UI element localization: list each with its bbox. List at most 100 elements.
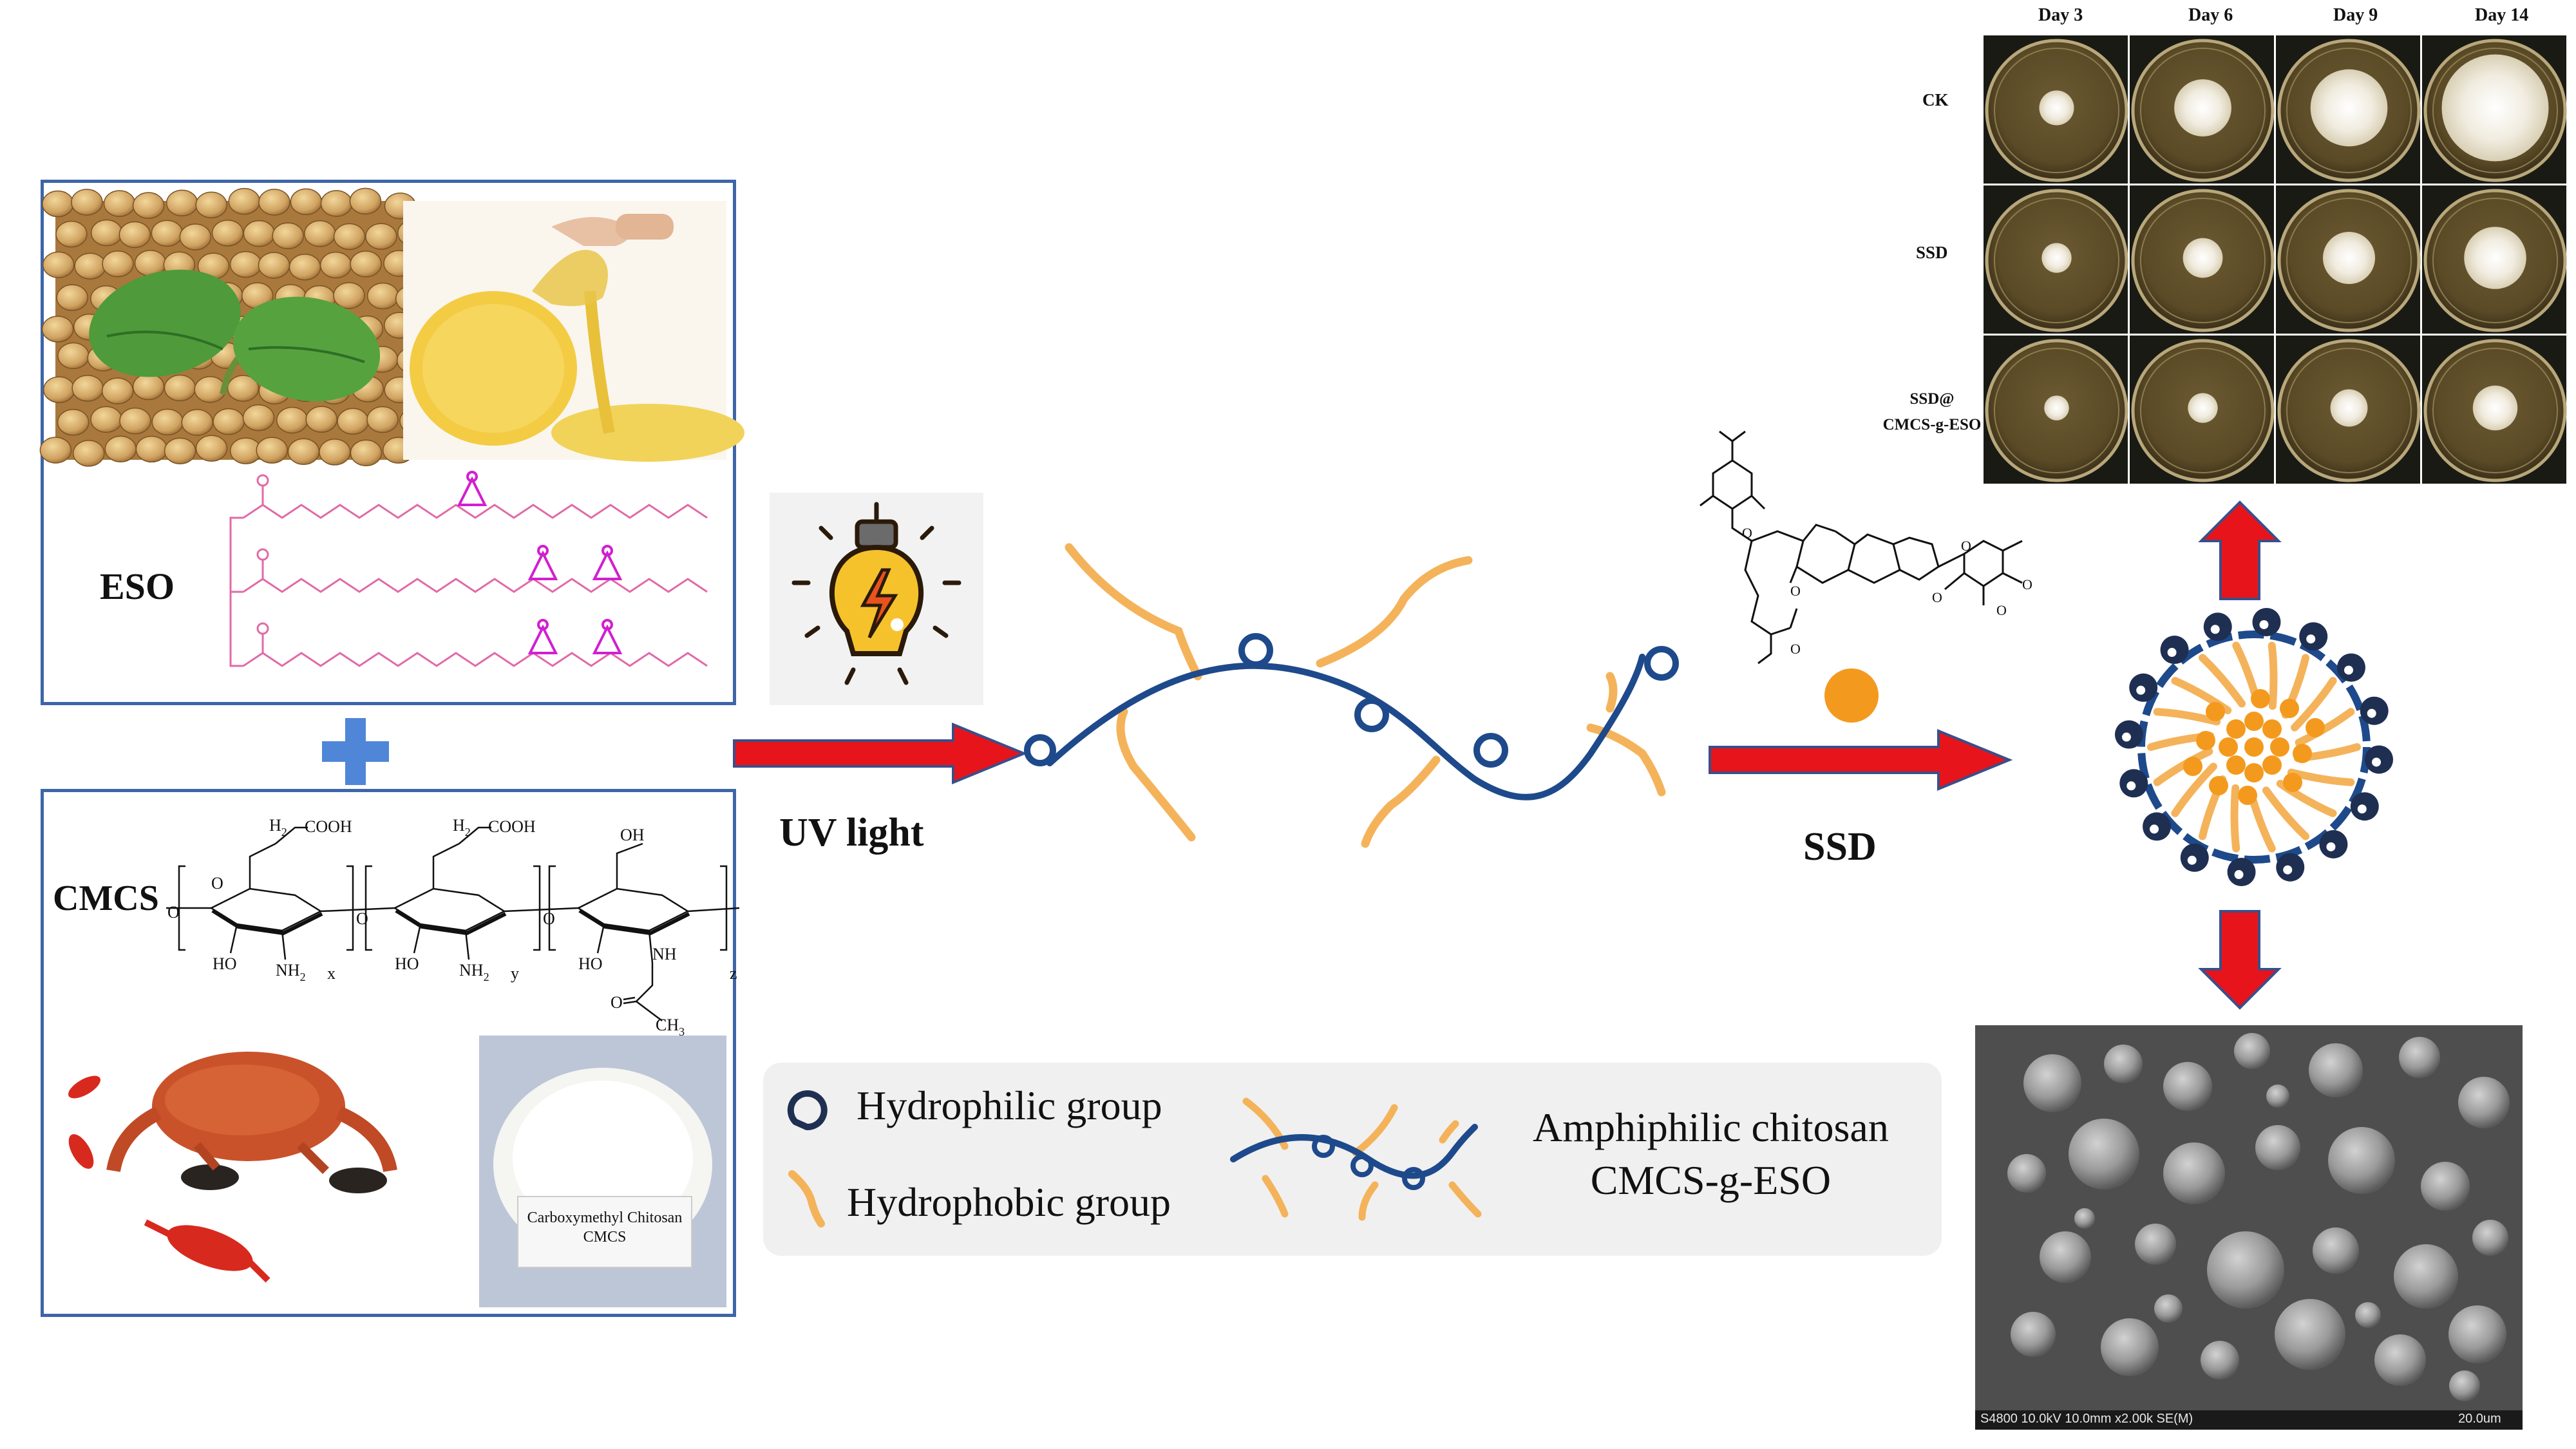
oil-pouring-photo <box>403 201 744 462</box>
crab <box>106 1052 397 1193</box>
arrow-ssd <box>1709 729 2013 791</box>
cmcs-atom-label: HO <box>578 954 603 973</box>
legend-box: Hydrophilic group Hydrophobic group Amph… <box>763 1063 1942 1256</box>
amphiphilic-polymer-chain <box>1024 543 1679 848</box>
petri-col-day14: Day 14 <box>2475 5 2529 25</box>
sem-particle <box>2374 1334 2426 1386</box>
petri-col-day9: Day 9 <box>2333 5 2378 25</box>
sem-particle <box>2207 1231 2284 1309</box>
cmcs-atom-label: NH2 <box>459 961 489 983</box>
arrow-down-to-sem <box>2198 910 2282 1010</box>
fungal-colony <box>2330 389 2368 427</box>
cmcs-atom-label: NH2 <box>276 961 306 983</box>
petri-col-day6: Day 6 <box>2188 5 2233 25</box>
sem-particle <box>2328 1127 2395 1194</box>
sem-particle <box>2313 1227 2359 1274</box>
eso-panel: ESO <box>39 180 744 705</box>
cmcs-atom-label: y <box>511 964 519 983</box>
arrow-up-to-petri <box>2198 500 2282 600</box>
cmcs-atom-label: z <box>730 964 737 983</box>
cmcs-atom-label: O <box>611 993 623 1012</box>
fungal-colony <box>2188 393 2218 423</box>
sem-particle <box>2074 1208 2095 1229</box>
cmcs-atom-label: CH3 <box>656 1016 685 1038</box>
sem-particle <box>2163 1142 2225 1204</box>
sem-particle <box>2448 1305 2506 1363</box>
cmcs-atom-label: COOH <box>305 817 352 836</box>
uv-light-label: UV light <box>779 811 924 855</box>
sem-particle <box>2234 1033 2270 1069</box>
cmcs-powder-photo: Carboxymethyl Chitosan CMCS <box>479 1036 726 1307</box>
sem-particle <box>2255 1125 2300 1170</box>
sem-particle <box>2458 1077 2510 1128</box>
cmcs-atom-label: HO <box>213 954 237 973</box>
cmcs-product-label: Carboxymethyl Chitosan CMCS <box>527 1209 683 1245</box>
petri-column-headers: Day 3 Day 6 Day 9 Day 14 <box>1984 5 2576 31</box>
fungal-colony <box>2472 385 2518 431</box>
cmcs-label: CMCS <box>53 878 159 918</box>
cmcs-atom-label: O <box>543 909 555 928</box>
sem-caption: S4800 10.0kV 10.0mm x2.00k SE(M) <box>1980 1412 2193 1426</box>
fungal-colony <box>2322 231 2376 285</box>
cmcs-atom-label: O <box>167 903 180 922</box>
uv-bulb-box <box>770 493 983 705</box>
sem-particle <box>2394 1244 2458 1309</box>
arrow-uv <box>733 723 1028 784</box>
cmcs-atom-label: H2 <box>453 816 471 838</box>
fungal-colony <box>2039 90 2074 126</box>
cmcs-atom-label: x <box>327 964 336 983</box>
petri-row-ssd-cmcs: SSD@ CMCS-g-ESO <box>1882 390 1982 433</box>
cmcs-panel: CMCS <box>41 789 740 1317</box>
svg-text:O: O <box>1790 641 1801 657</box>
sem-scale-bar: 20.0um <box>2458 1412 2501 1426</box>
cmcs-atom-label: HO <box>395 954 419 973</box>
petri-row-ssd: SSD <box>1916 243 1948 262</box>
fungal-colony <box>2044 395 2069 421</box>
sem-particle <box>2101 1318 2159 1376</box>
sem-particle <box>2472 1220 2508 1256</box>
svg-text:O: O <box>1932 589 1942 605</box>
cmcs-atom-label: COOH <box>488 817 536 836</box>
ssd-process-label: SSD <box>1803 825 1877 869</box>
ssd-drug-dot <box>1824 668 1879 723</box>
plus-icon <box>322 718 389 785</box>
soy-sprout <box>89 269 381 402</box>
micelle-nanoparticle <box>2114 607 2394 887</box>
fungal-colony <box>2310 69 2388 147</box>
cmcs-atom-label: H2 <box>269 816 287 838</box>
fungal-colony <box>2464 227 2526 289</box>
eso-triglyceride-structure <box>229 471 708 667</box>
crab-lobster-photo <box>55 1036 479 1307</box>
sem-particle <box>2355 1302 2381 1328</box>
legend-hydrophobic: Hydrophobic group <box>847 1179 1171 1225</box>
amphiphilic-chitosan-icon <box>1230 1097 1482 1221</box>
sem-particle <box>2163 1062 2212 1111</box>
fungal-colony <box>2183 238 2223 278</box>
sem-particle <box>2154 1294 2183 1323</box>
hydrophilic-group-icon <box>787 1090 828 1131</box>
fungal-colony <box>2174 79 2231 137</box>
svg-text:O: O <box>1996 602 2007 618</box>
sem-particle <box>2399 1037 2440 1078</box>
petri-col-day3: Day 3 <box>2038 5 2083 25</box>
eso-label: ESO <box>100 565 175 607</box>
sem-particle <box>2040 1231 2091 1283</box>
sem-particle <box>2201 1341 2239 1379</box>
cmcs-atom-label: O <box>211 874 223 893</box>
petri-dish-grid <box>1984 35 2567 484</box>
sem-particle <box>2275 1299 2345 1370</box>
sem-particle <box>2011 1312 2056 1357</box>
sem-particle <box>2104 1045 2143 1083</box>
cmcs-atom-label: O <box>356 909 368 928</box>
svg-text:O: O <box>1961 538 1971 554</box>
sem-particle <box>2007 1154 2046 1193</box>
legend-amphiphilic: Amphiphilic chitosan CMCS-g-ESO <box>1533 1104 1889 1203</box>
sem-particle <box>2421 1162 2470 1211</box>
legend-hydrophilic: Hydrophilic group <box>857 1083 1162 1128</box>
soybean-photo <box>39 187 431 467</box>
fungal-colony <box>2041 243 2072 273</box>
lightbulb-icon <box>791 502 961 685</box>
petri-row-ck: CK <box>1922 90 1949 109</box>
sem-particle <box>2309 1043 2363 1097</box>
